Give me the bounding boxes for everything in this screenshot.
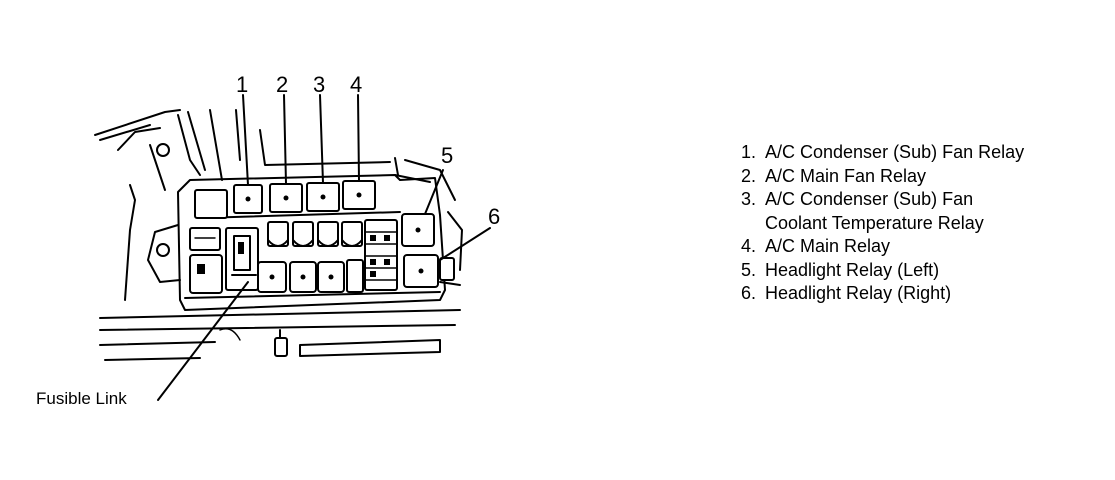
callout-2: 2 bbox=[276, 72, 288, 97]
legend-text: A/C Condenser (Sub) Fan Relay bbox=[765, 142, 1025, 162]
legend-text: A/C Main Fan Relay bbox=[765, 165, 927, 186]
bolt-icon bbox=[156, 143, 170, 157]
bolt-icon bbox=[274, 337, 288, 357]
legend-text: Headlight Relay (Left) bbox=[765, 259, 940, 280]
legend-item: 4. A/C Main Relay bbox=[741, 235, 1024, 259]
legend-text: A/C Condenser (Sub) Fan bbox=[765, 189, 974, 209]
callout-3: 3 bbox=[313, 72, 325, 97]
legend-number: 5. bbox=[741, 259, 757, 280]
legend-item: 6. Headlight Relay (Right) bbox=[741, 282, 1024, 306]
fusible-link-label: Fusible Link bbox=[36, 389, 127, 408]
legend-number: 2. bbox=[741, 165, 757, 186]
legend-text: Headlight Relay (Right) bbox=[765, 283, 952, 303]
legend-item: 2. A/C Main Fan Relay bbox=[741, 165, 1024, 189]
legend-number: 4. bbox=[741, 236, 757, 256]
legend-number: 3. bbox=[741, 189, 757, 209]
bolt-icon bbox=[156, 243, 170, 257]
engine-compartment-background bbox=[94, 109, 463, 361]
leader-lines bbox=[157, 94, 491, 401]
legend-item-continuation: Coolant Temperature Relay bbox=[765, 212, 984, 233]
relay-legend: 1. A/C Condenser (Sub) Fan Relay 2. A/C Ma… bbox=[741, 141, 1024, 306]
callout-4: 4 bbox=[350, 72, 362, 97]
legend-text: A/C Main Relay bbox=[765, 236, 891, 256]
legend-number: 1. bbox=[741, 142, 757, 162]
legend-item: 5. Headlight Relay (Left) bbox=[741, 259, 1024, 283]
legend-item: 3. A/C Condenser (Sub) Fan bbox=[741, 188, 1024, 212]
callout-1: 1 bbox=[236, 72, 248, 97]
relay-box bbox=[147, 174, 455, 311]
callout-6: 6 bbox=[488, 204, 500, 229]
legend-item: 1. A/C Condenser (Sub) Fan Relay bbox=[741, 141, 1024, 165]
legend-number: 6. bbox=[741, 283, 757, 303]
callout-5: 5 bbox=[441, 143, 453, 168]
